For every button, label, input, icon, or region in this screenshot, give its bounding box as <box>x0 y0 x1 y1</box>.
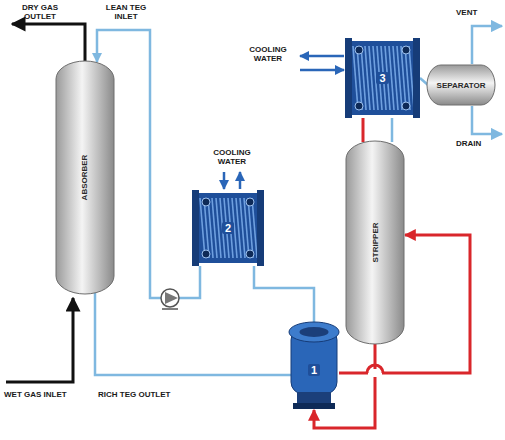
callout-number: 3 <box>376 72 388 84</box>
pump-symbol <box>161 289 179 309</box>
drain-line <box>472 106 502 134</box>
plate-heat-exchanger: 3 <box>345 38 420 118</box>
stream-label: COOLING WATER <box>240 45 296 63</box>
stream-label: COOLING WATER <box>202 148 262 166</box>
pipe-crossover <box>367 365 383 377</box>
vent-line <box>472 26 502 64</box>
absorber-vessel: ABSORBER <box>55 60 115 295</box>
cooling-water-arrow <box>239 172 242 189</box>
stream-label: RICH TEG OUTLET <box>98 390 194 399</box>
stream-label: WET GAS INLET <box>4 390 90 399</box>
wet-gas-line <box>6 298 73 382</box>
reboiler-exchanger: 1 <box>285 318 343 410</box>
separator-vessel: SEPARATOR <box>426 64 496 106</box>
vapour-pipe <box>391 118 394 142</box>
dry-gas-line <box>12 24 85 62</box>
pipe-connector <box>95 293 291 375</box>
vessel-label: SEPARATOR <box>437 81 486 90</box>
cooling-water-arrow <box>223 172 226 189</box>
stream-label: DRY GAS OUTLET <box>10 3 70 21</box>
pipe-connector <box>362 118 365 142</box>
cooling-water-arrow <box>300 55 344 58</box>
stream-label: LEAN TEG INLET <box>98 3 154 21</box>
callout-number: 1 <box>308 364 320 376</box>
stream-label: VENT <box>456 8 496 17</box>
vessel-label: STRIPPER <box>370 222 379 262</box>
pipe-connector <box>254 266 314 322</box>
stream-label: DRAIN <box>456 139 496 148</box>
stripper-vessel: STRIPPER <box>345 140 405 345</box>
cooling-water-arrow <box>300 69 344 72</box>
callout-number: 2 <box>222 222 234 234</box>
plate-heat-exchanger: 2 <box>192 190 264 266</box>
vessel-label: ABSORBER <box>81 155 90 201</box>
